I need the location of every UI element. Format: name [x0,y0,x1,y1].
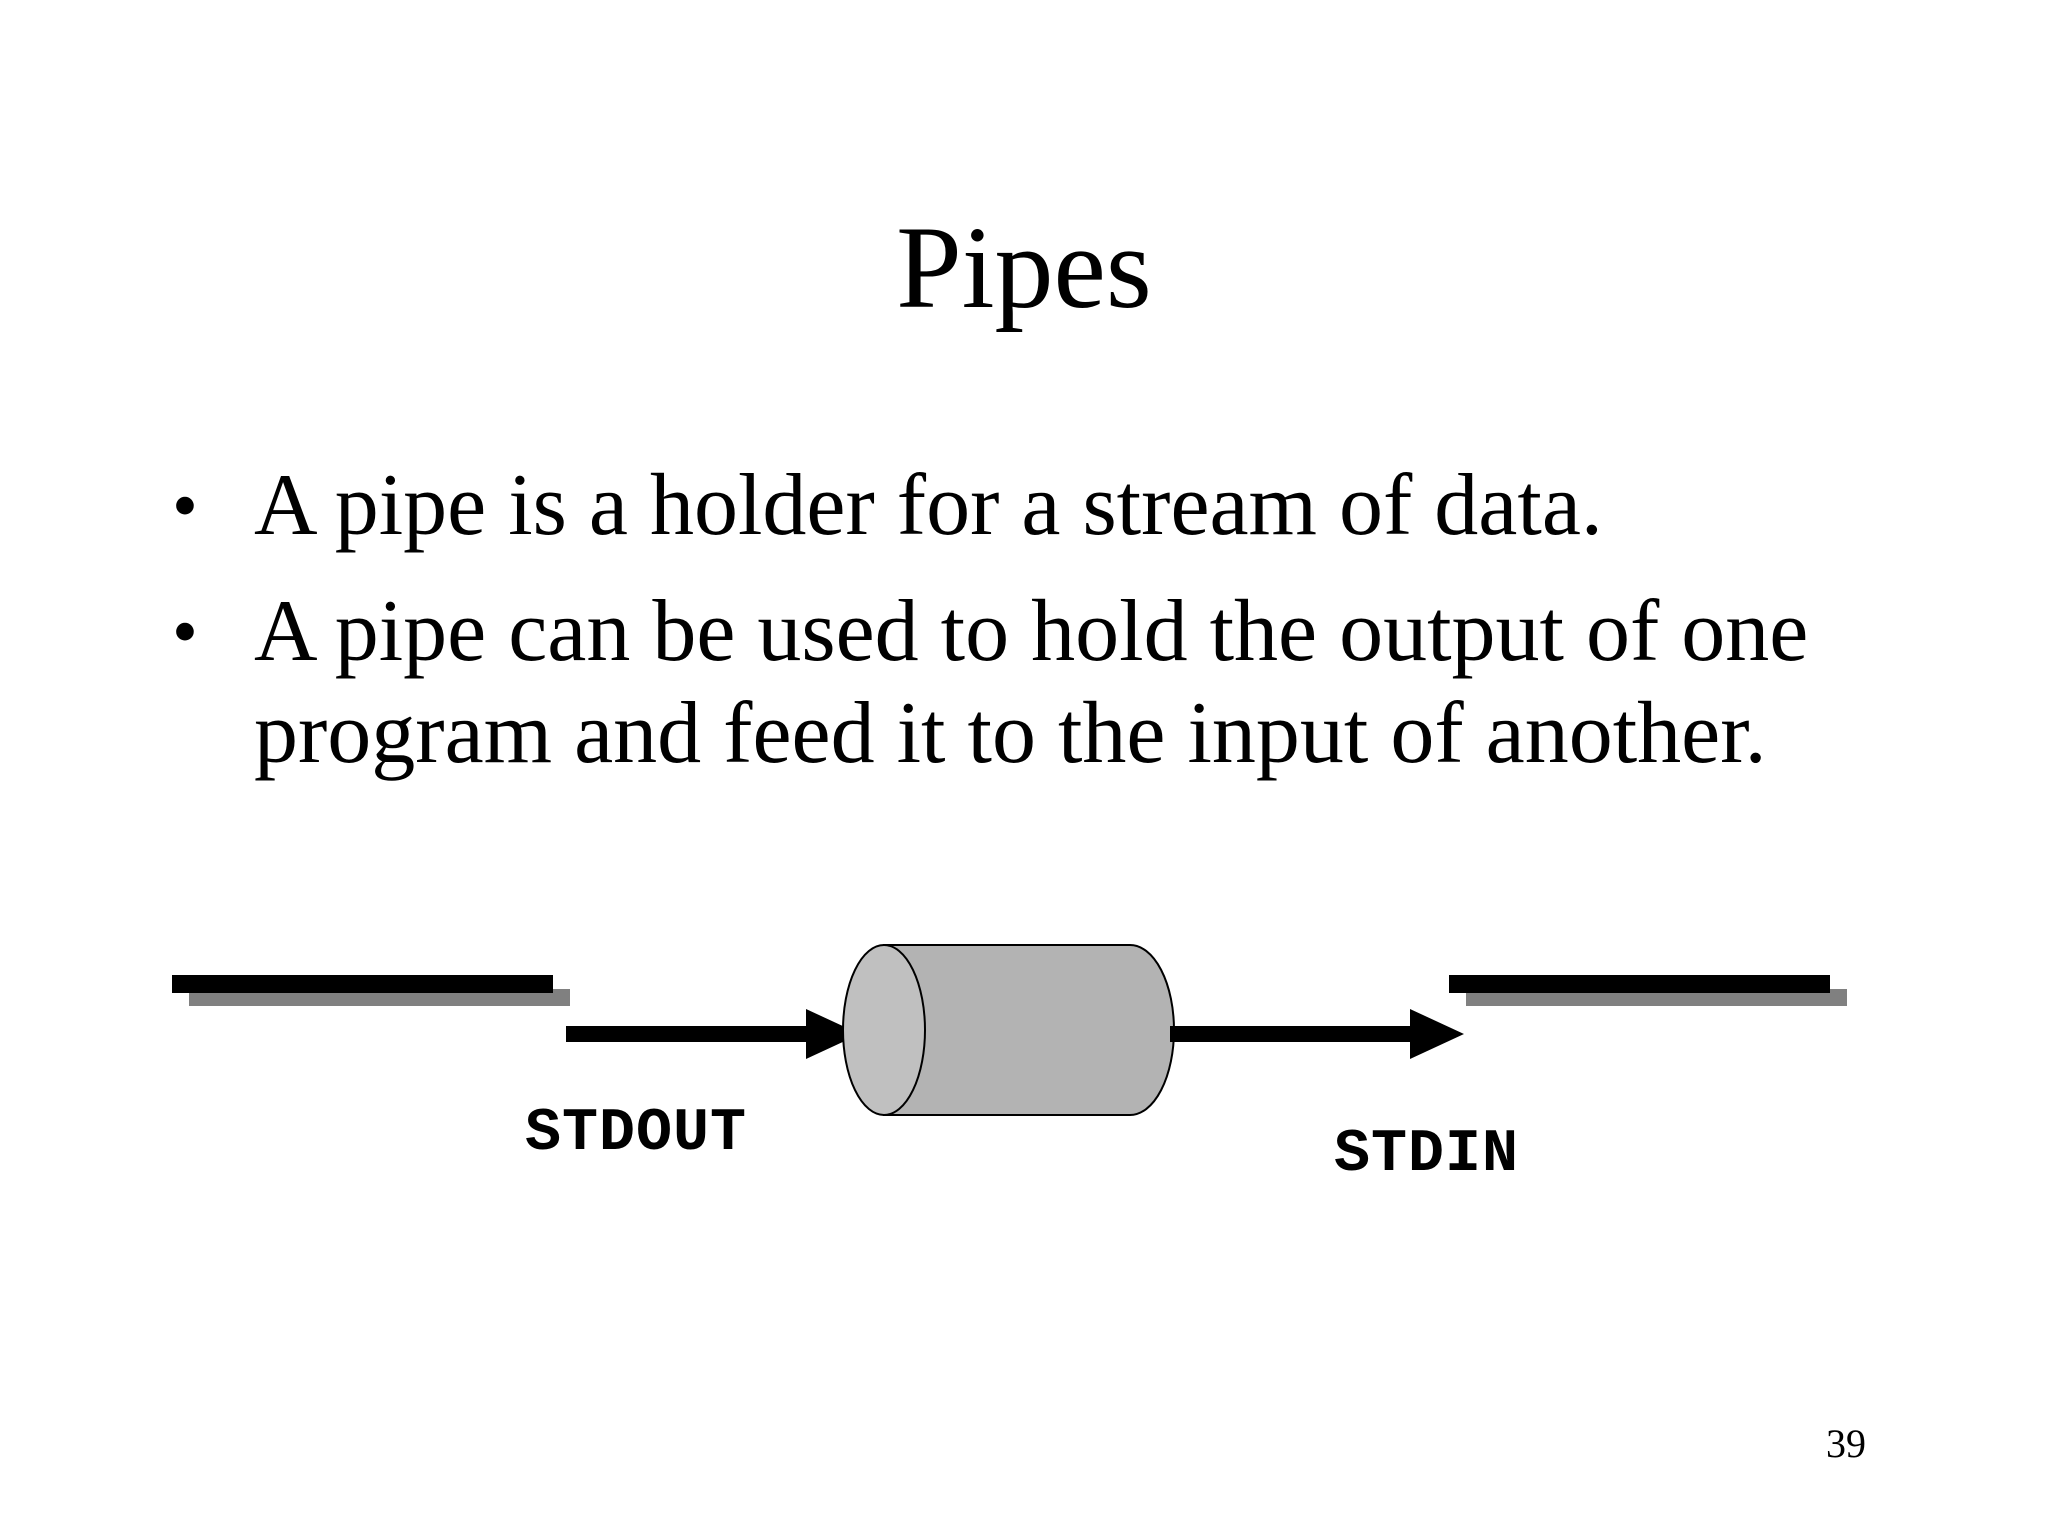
right-bar [1449,975,1830,993]
pipe-body [883,944,1175,1116]
bullet-text: A pipe can be used to hold the output of… [254,583,1809,782]
stdout-arrow-head [806,1009,860,1059]
bullet-marker: • [172,465,198,547]
pipe-cylinder [842,944,1175,1116]
bullet-item: • A pipe is a holder for a stream of dat… [168,455,1948,557]
left-bar [172,975,553,993]
bullet-marker: • [172,591,198,673]
stdin-arrow [1170,1009,1464,1059]
stdout-arrow-shaft [566,1026,814,1042]
stdout-arrow [566,1009,860,1059]
stdout-label: STDOUT [525,1100,748,1168]
pipe-diagram [172,944,1847,1116]
stdin-arrow-head [1410,1009,1464,1059]
page-number: 39 [1826,1421,1866,1466]
right-program-bar [1449,975,1847,1006]
left-bar-shadow [189,989,570,1006]
left-program-bar [172,975,570,1006]
stdin-label: STDIN [1334,1121,1520,1189]
stdin-arrow-shaft [1170,1026,1418,1042]
slide-title: Pipes [896,202,1152,333]
bullet-list: • A pipe is a holder for a stream of dat… [168,455,1948,809]
pipe-end [842,944,926,1116]
bullet-item: • A pipe can be used to hold the output … [168,581,1948,785]
right-bar-shadow [1466,989,1847,1006]
bullet-text: A pipe is a holder for a stream of data. [254,457,1603,554]
